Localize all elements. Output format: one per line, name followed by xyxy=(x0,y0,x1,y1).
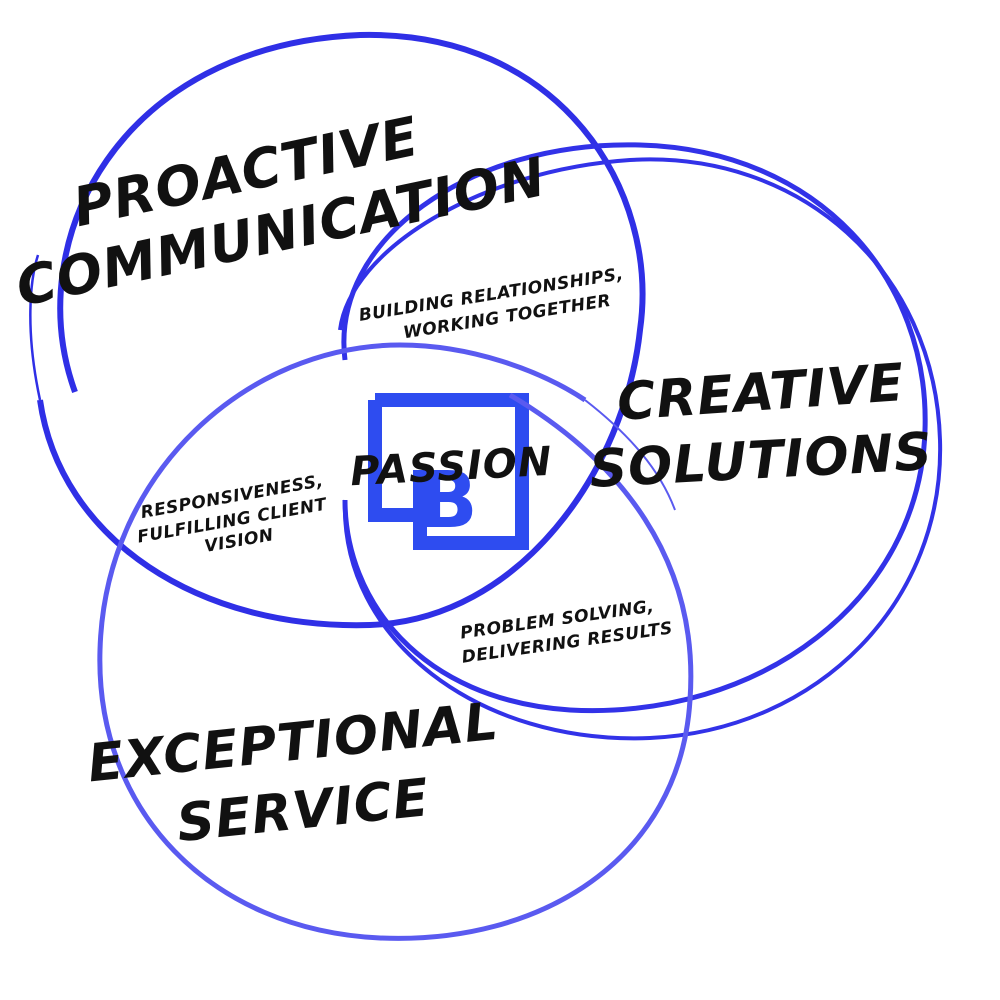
circle-creative-solutions xyxy=(338,142,943,741)
brand-logo-icon: B xyxy=(368,393,529,550)
circle-stroke-second-pass xyxy=(338,157,943,741)
circle-exceptional-service xyxy=(97,342,694,941)
logo-letter: B xyxy=(418,456,477,546)
circle-stroke-tail xyxy=(584,399,676,511)
label-creative: CREATIVE xyxy=(615,353,906,433)
circle-stroke xyxy=(341,142,928,714)
circle-proactive-communication xyxy=(29,31,646,629)
logo-lower-square xyxy=(413,470,529,550)
label-exceptional: EXCEPTIONAL xyxy=(85,692,501,795)
circle-stroke xyxy=(97,342,694,941)
circle-stroke-trail xyxy=(29,254,42,401)
center-label-passion: PASSION xyxy=(349,439,553,496)
label-solutions: SOLUTIONS xyxy=(588,422,934,500)
circle-stroke xyxy=(37,31,646,629)
